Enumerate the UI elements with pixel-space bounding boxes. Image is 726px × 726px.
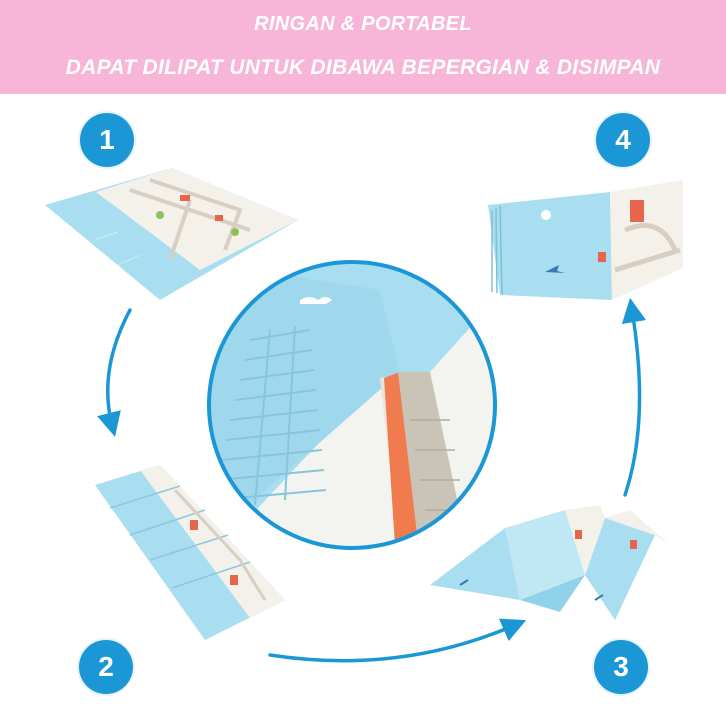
banner-subtitle: DAPAT DILIPAT UNTUK DIBAWA BEPERGIAN & D…	[65, 56, 661, 79]
step-4-badge: 4	[596, 113, 650, 167]
mat-folded-stack	[488, 180, 683, 300]
step-2-badge: 2	[79, 640, 133, 694]
mat-half-folded	[95, 465, 285, 640]
step-1-badge: 1	[80, 113, 134, 167]
closeup-detail	[207, 260, 497, 550]
banner-title: RINGAN & PORTABEL	[254, 13, 472, 35]
mat-unfolded	[45, 168, 298, 300]
cycle-arrows	[97, 297, 647, 663]
step-3-badge: 3	[594, 640, 648, 694]
arrow-2-to-3	[268, 618, 527, 663]
arrow-3-to-4	[621, 297, 647, 497]
header-banner: RINGAN & PORTABEL DAPAT DILIPAT UNTUK DI…	[0, 0, 726, 94]
arrow-1-to-2	[97, 308, 132, 437]
mat-zigzag	[430, 505, 670, 620]
